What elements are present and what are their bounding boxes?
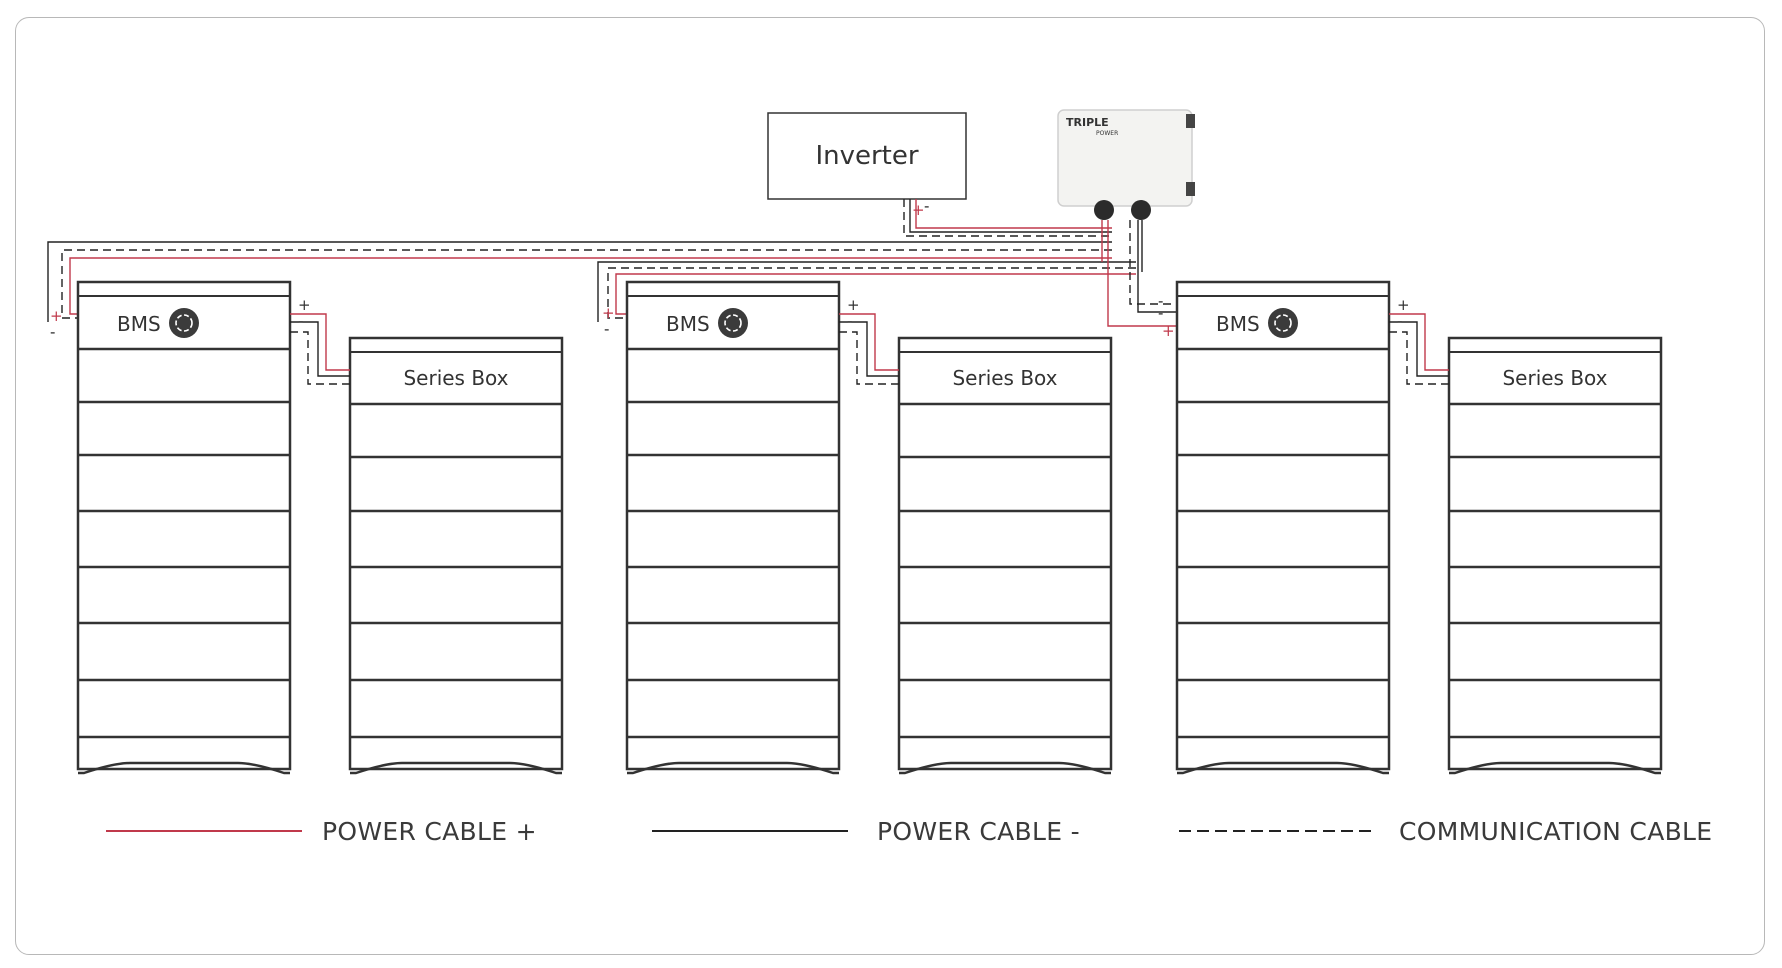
bms-series-link-cables: +- [839, 296, 899, 385]
hub-brand-text: TRIPLE [1066, 116, 1109, 129]
polarity-plus: + [1162, 322, 1175, 340]
polarity-plus: + [847, 296, 860, 314]
bms-tower: BMS [76, 280, 292, 775]
polarity-plus: + [912, 201, 925, 219]
inverter-box: Inverter [767, 112, 967, 200]
polarity-minus: - [847, 312, 852, 330]
polarity-plus: + [1397, 296, 1410, 314]
bms-power-knob-icon[interactable] [718, 308, 748, 338]
bms-tower: BMS [1175, 280, 1391, 775]
bms-label: BMS [117, 312, 161, 336]
trunk-cables [47, 199, 1176, 327]
series-box-tower: Series Box [348, 336, 564, 775]
polarity-minus: - [604, 320, 609, 338]
polarity-plus: + [50, 307, 63, 325]
trunk-polarity: + - + - + - + - - [50, 197, 1175, 341]
bms-series-link-cables: +- [290, 296, 350, 385]
series-box-tower: Series Box [1447, 336, 1663, 775]
polarity-plus: + [298, 296, 311, 314]
bms-tower: BMS [625, 280, 841, 775]
legend-label-power-plus: POWER CABLE + [322, 817, 537, 846]
battery-column: BMS Series Box +- [1175, 280, 1663, 775]
legend-label-communication: COMMUNICATION CABLE [1399, 817, 1712, 846]
bms-power-knob-icon[interactable] [1268, 308, 1298, 338]
series-box-label: Series Box [403, 366, 508, 390]
polarity-minus: - [1397, 312, 1402, 330]
battery-column: BMS Series Box +- [76, 280, 564, 775]
polarity-minus: - [1158, 304, 1163, 322]
triple-power-hub: TRIPLE POWER [1057, 109, 1195, 220]
bms-label: BMS [1216, 312, 1260, 336]
bms-label: BMS [666, 312, 710, 336]
polarity-minus: - [1158, 292, 1163, 310]
hub-sub-text: POWER [1096, 130, 1118, 137]
polarity-minus: - [924, 197, 929, 215]
polarity-minus: - [298, 312, 303, 330]
series-box-label: Series Box [1502, 366, 1607, 390]
polarity-plus: + [602, 304, 615, 322]
series-box-tower: Series Box [897, 336, 1113, 775]
diagram-frame [15, 17, 1765, 955]
bms-series-link-cables: +- [1389, 296, 1449, 385]
legend-label-power-minus: POWER CABLE - [877, 817, 1080, 846]
bms-power-knob-icon[interactable] [169, 308, 199, 338]
inverter-label: Inverter [815, 141, 918, 171]
polarity-minus: - [50, 323, 55, 341]
legend: POWER CABLE + POWER CABLE - COMMUNICATIO… [106, 817, 1712, 846]
battery-column: BMS Series Box +- [625, 280, 1113, 775]
series-box-label: Series Box [952, 366, 1057, 390]
